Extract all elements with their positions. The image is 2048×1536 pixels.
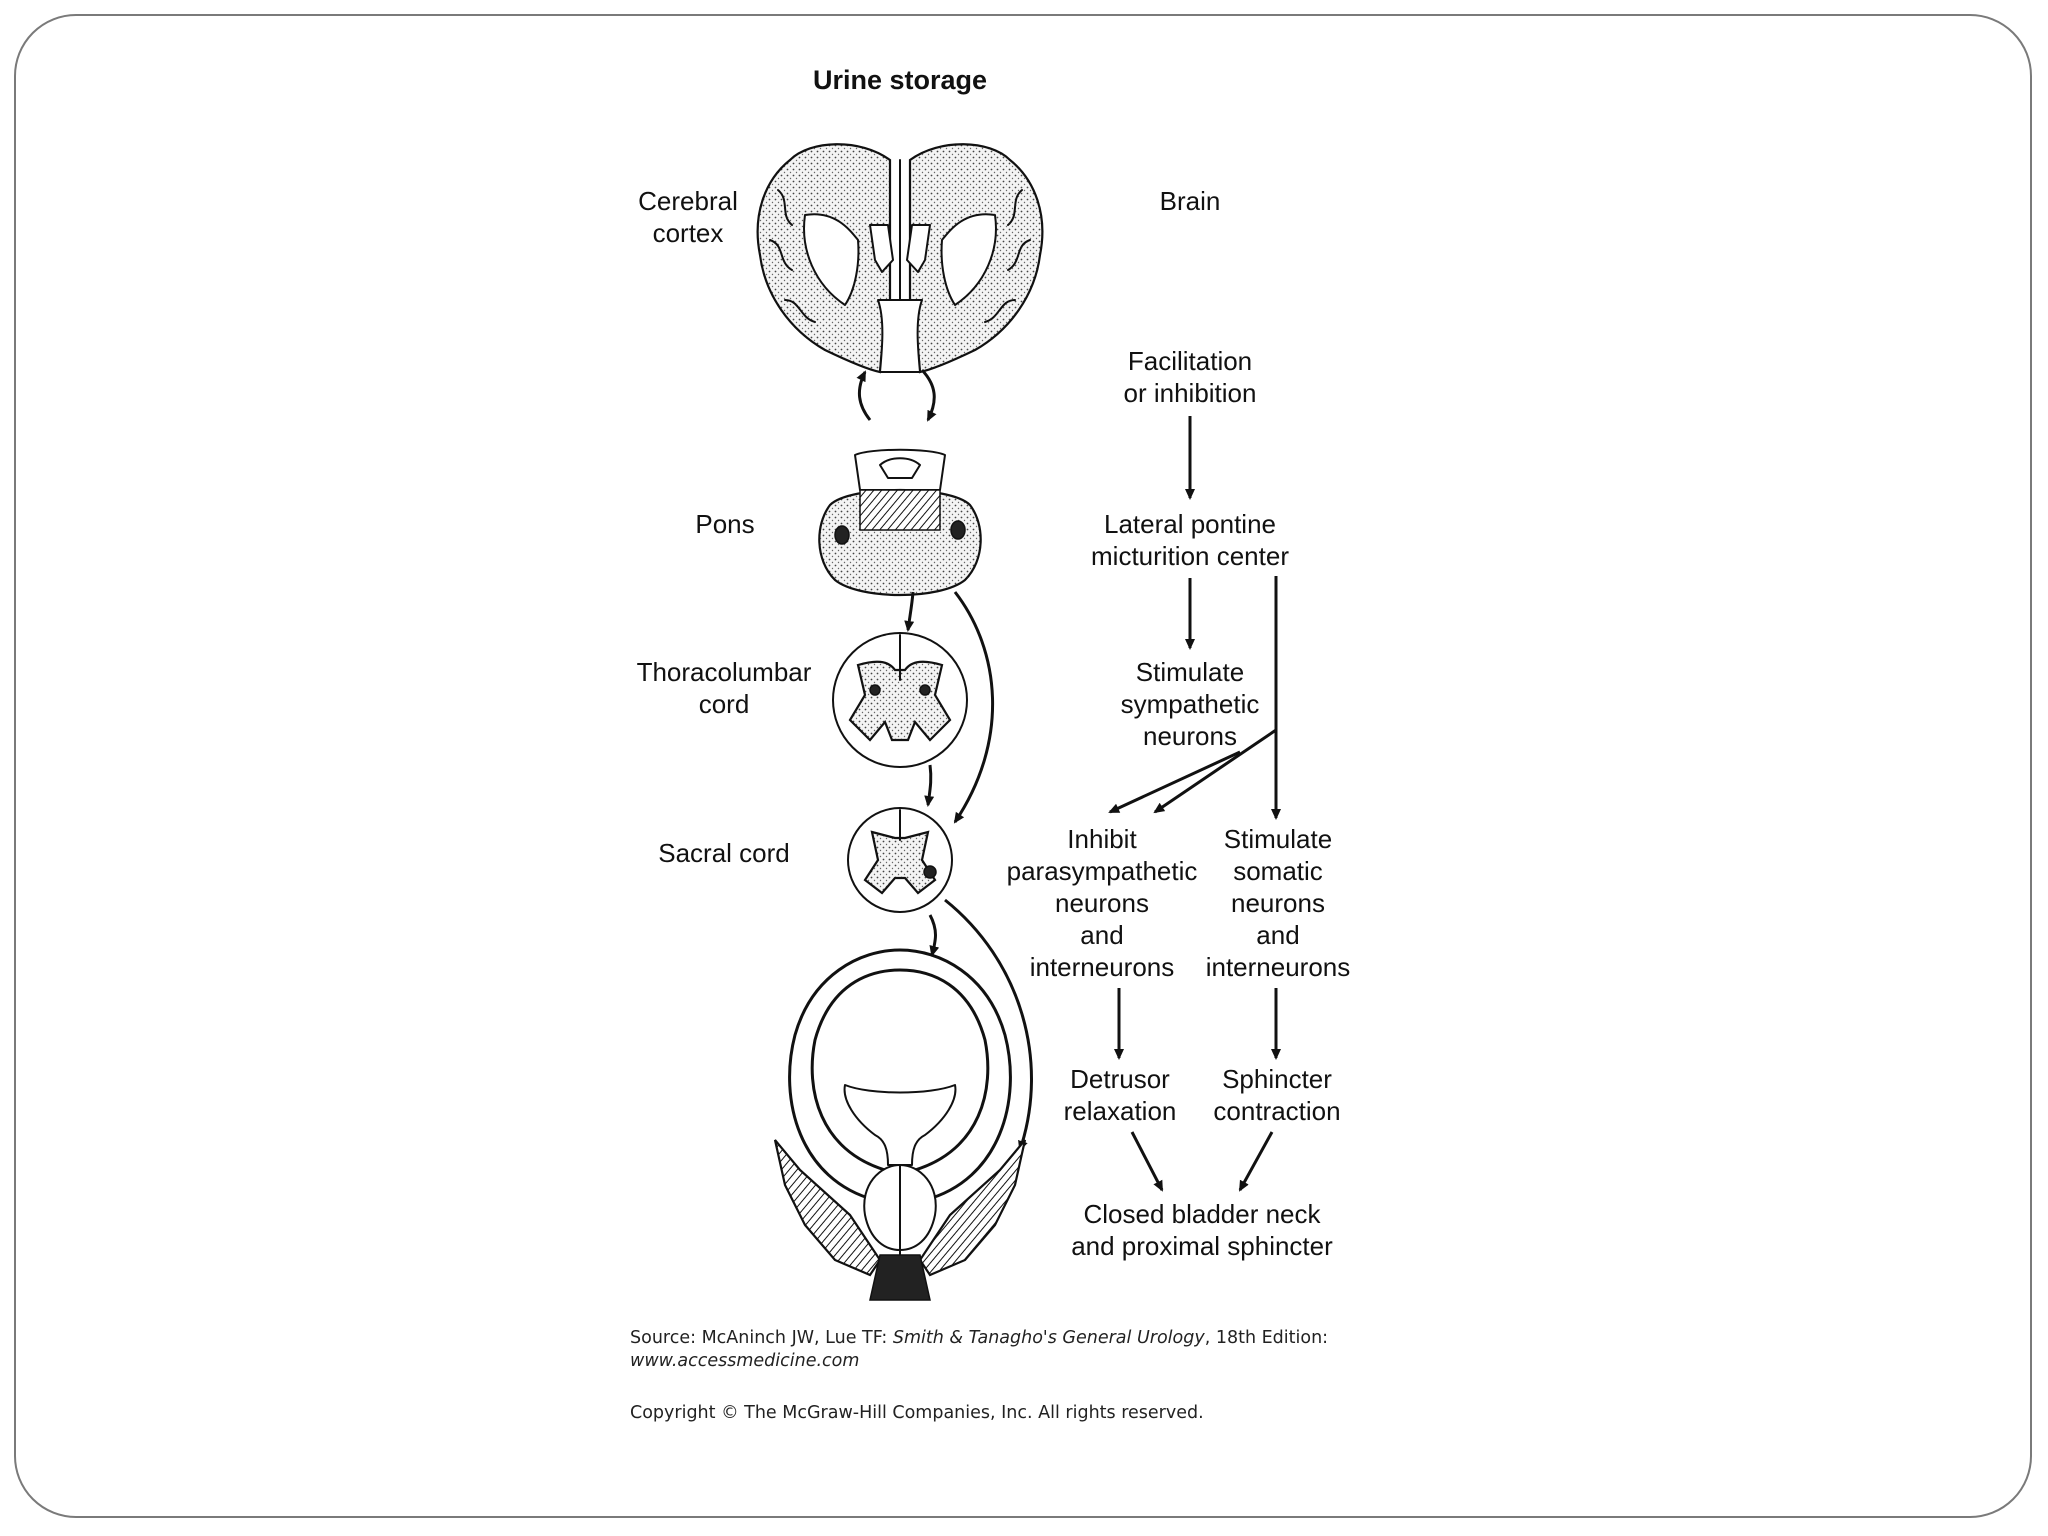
flow-sphincter-1: Sphincter: [1222, 1064, 1332, 1094]
arrow-brain-to-pons: [920, 368, 937, 422]
arrow-pons-to-thoracolumbar: [904, 591, 915, 632]
arrow-sacral-to-bladder: [928, 914, 940, 957]
source-citation: Source: McAninch JW, Lue TF: Smith & Tan…: [630, 1328, 1328, 1348]
arrow-sympathetic-to-parasympathetic: [1108, 750, 1241, 814]
flow-lateral-pontine-1: Lateral pontine: [1104, 509, 1276, 539]
flow-inhibit-para-1: Inhibit: [1067, 824, 1137, 854]
diagram-title: Urine storage: [813, 65, 987, 95]
copyright-notice: Copyright © The McGraw-Hill Companies, I…: [630, 1403, 1204, 1423]
brain-illustration: [756, 143, 1044, 374]
arrow-pons-to-brain: [856, 370, 872, 421]
label-cerebral-cortex-1: Cerebral: [638, 186, 738, 216]
bladder-illustration: [773, 948, 1027, 1301]
flow-closed-bladder-2: and proximal sphincter: [1071, 1231, 1333, 1261]
label-cerebral-cortex-2: cortex: [653, 218, 724, 248]
label-pons: Pons: [695, 509, 754, 539]
arrow-sacral-to-sphincter: [944, 898, 1033, 1152]
flow-stimulate-somatic-3: neurons: [1231, 888, 1325, 918]
flow-detrusor-2: relaxation: [1064, 1096, 1177, 1126]
flow-inhibit-para-5: interneurons: [1030, 952, 1175, 982]
flow-inhibit-para-2: parasympathetic: [1007, 856, 1198, 886]
flow-facilitation-1: Facilitation: [1128, 346, 1252, 376]
label-thoracolumbar-2: cord: [699, 689, 750, 719]
slide-frame: [14, 14, 2032, 1518]
flow-sphincter-2: contraction: [1213, 1096, 1340, 1126]
flow-stimulate-sympathetic-2: sympathetic: [1121, 689, 1260, 719]
label-sacral-cord: Sacral cord: [658, 838, 790, 868]
arrow-pons-to-sacral: [953, 591, 995, 824]
flow-facilitation-2: or inhibition: [1124, 378, 1257, 408]
source-url: www.accessmedicine.com: [630, 1351, 859, 1371]
arrow-sphincter-to-closed: [1238, 1131, 1274, 1192]
pons-illustration: [818, 448, 982, 597]
flow-closed-bladder-1: Closed bladder neck: [1083, 1199, 1321, 1229]
flow-stimulate-sympathetic-3: neurons: [1143, 721, 1237, 751]
flow-stimulate-sympathetic-1: Stimulate: [1136, 657, 1244, 687]
flow-stimulate-somatic-4: and: [1256, 920, 1299, 950]
flow-inhibit-para-3: neurons: [1055, 888, 1149, 918]
flow-stimulate-somatic-2: somatic: [1233, 856, 1323, 886]
flow-detrusor-1: Detrusor: [1070, 1064, 1170, 1094]
flow-stimulate-somatic-5: interneurons: [1206, 952, 1351, 982]
arrow-thoracolumbar-to-sacral: [924, 764, 935, 807]
arrow-detrusor-to-closed: [1130, 1131, 1164, 1192]
flow-lateral-pontine-2: micturition center: [1091, 541, 1289, 571]
flow-brain: Brain: [1160, 186, 1221, 216]
flow-stimulate-somatic-1: Stimulate: [1224, 824, 1332, 854]
label-thoracolumbar-1: Thoracolumbar: [637, 657, 812, 687]
sacral-cord-illustration: [847, 807, 953, 913]
flow-inhibit-para-4: and: [1080, 920, 1123, 950]
thoracolumbar-cord-illustration: [832, 632, 968, 768]
arrow-pontine-to-parasympathetic: [1153, 728, 1277, 814]
